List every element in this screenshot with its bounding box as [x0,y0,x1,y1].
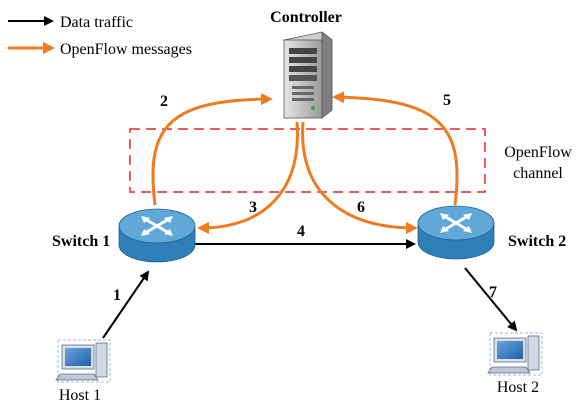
host1-node[interactable]: Host 1 [55,339,111,404]
computer-icon [55,339,111,383]
switch2-label: Switch 2 [508,233,566,250]
step-label-3: 3 [249,199,257,216]
step-label-5: 5 [443,92,451,109]
host1-label: Host 1 [59,387,101,404]
openflow-arrow-6 [301,121,418,234]
openflow-channel-label-line2: channel [513,165,563,182]
openflow-arrow-5 [332,91,459,206]
data-arrow-7 [464,267,518,332]
openflow-arrow-3 [197,121,299,234]
computer-icon [487,332,543,376]
step-label-7: 7 [489,284,497,301]
step-label-2: 2 [160,93,168,110]
openflow-channel-box [129,128,486,193]
switch2-node[interactable]: Switch 2 [417,205,566,260]
openflow-arrow-2 [151,93,273,206]
legend: Data traffic OpenFlow messages [8,14,192,58]
host2-node[interactable]: Host 2 [487,332,543,396]
host2-label: Host 2 [497,379,539,396]
openflow-channel-label-line1: OpenFlow [504,144,572,161]
router-icon [417,205,495,260]
server-icon [283,31,333,119]
step-label-4: 4 [297,223,305,240]
legend-openflow-label: OpenFlow messages [60,41,192,58]
step-label-1: 1 [113,287,121,304]
switch1-label: Switch 1 [52,233,110,250]
step-label-6: 6 [357,199,365,216]
switch1-node[interactable]: Switch 1 [52,208,196,263]
controller-node[interactable]: Controller [270,9,342,119]
data-arrow-1 [102,270,150,339]
controller-label: Controller [270,9,342,26]
legend-data-traffic-label: Data traffic [60,14,133,31]
router-icon [118,208,196,263]
